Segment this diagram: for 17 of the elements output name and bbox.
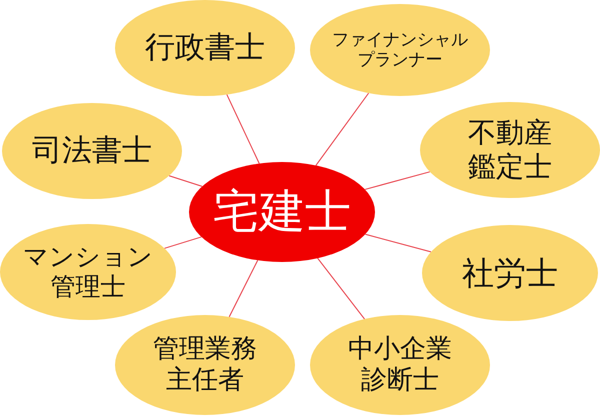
connector-line: [364, 234, 432, 252]
connector-line: [168, 175, 203, 187]
connector-line: [364, 171, 430, 190]
node-label: 社労士: [462, 254, 558, 292]
connector-line: [315, 92, 370, 166]
node-label: 司法書士: [32, 133, 152, 169]
connector-line: [226, 94, 260, 164]
node-label: マンション管理士: [22, 242, 154, 302]
node-label: 管理業務主任者: [153, 334, 257, 396]
connector-line: [228, 260, 258, 318]
node-label: 不動産鑑定士: [468, 116, 552, 184]
node-label: 行政書士: [145, 30, 265, 66]
connector-line: [164, 236, 202, 249]
node-label: 中小企業診断士: [348, 334, 452, 396]
node-label: 宅建士: [213, 184, 351, 240]
connector-line: [317, 258, 366, 320]
node-label: ファイナンシャルプランナー: [332, 30, 468, 70]
